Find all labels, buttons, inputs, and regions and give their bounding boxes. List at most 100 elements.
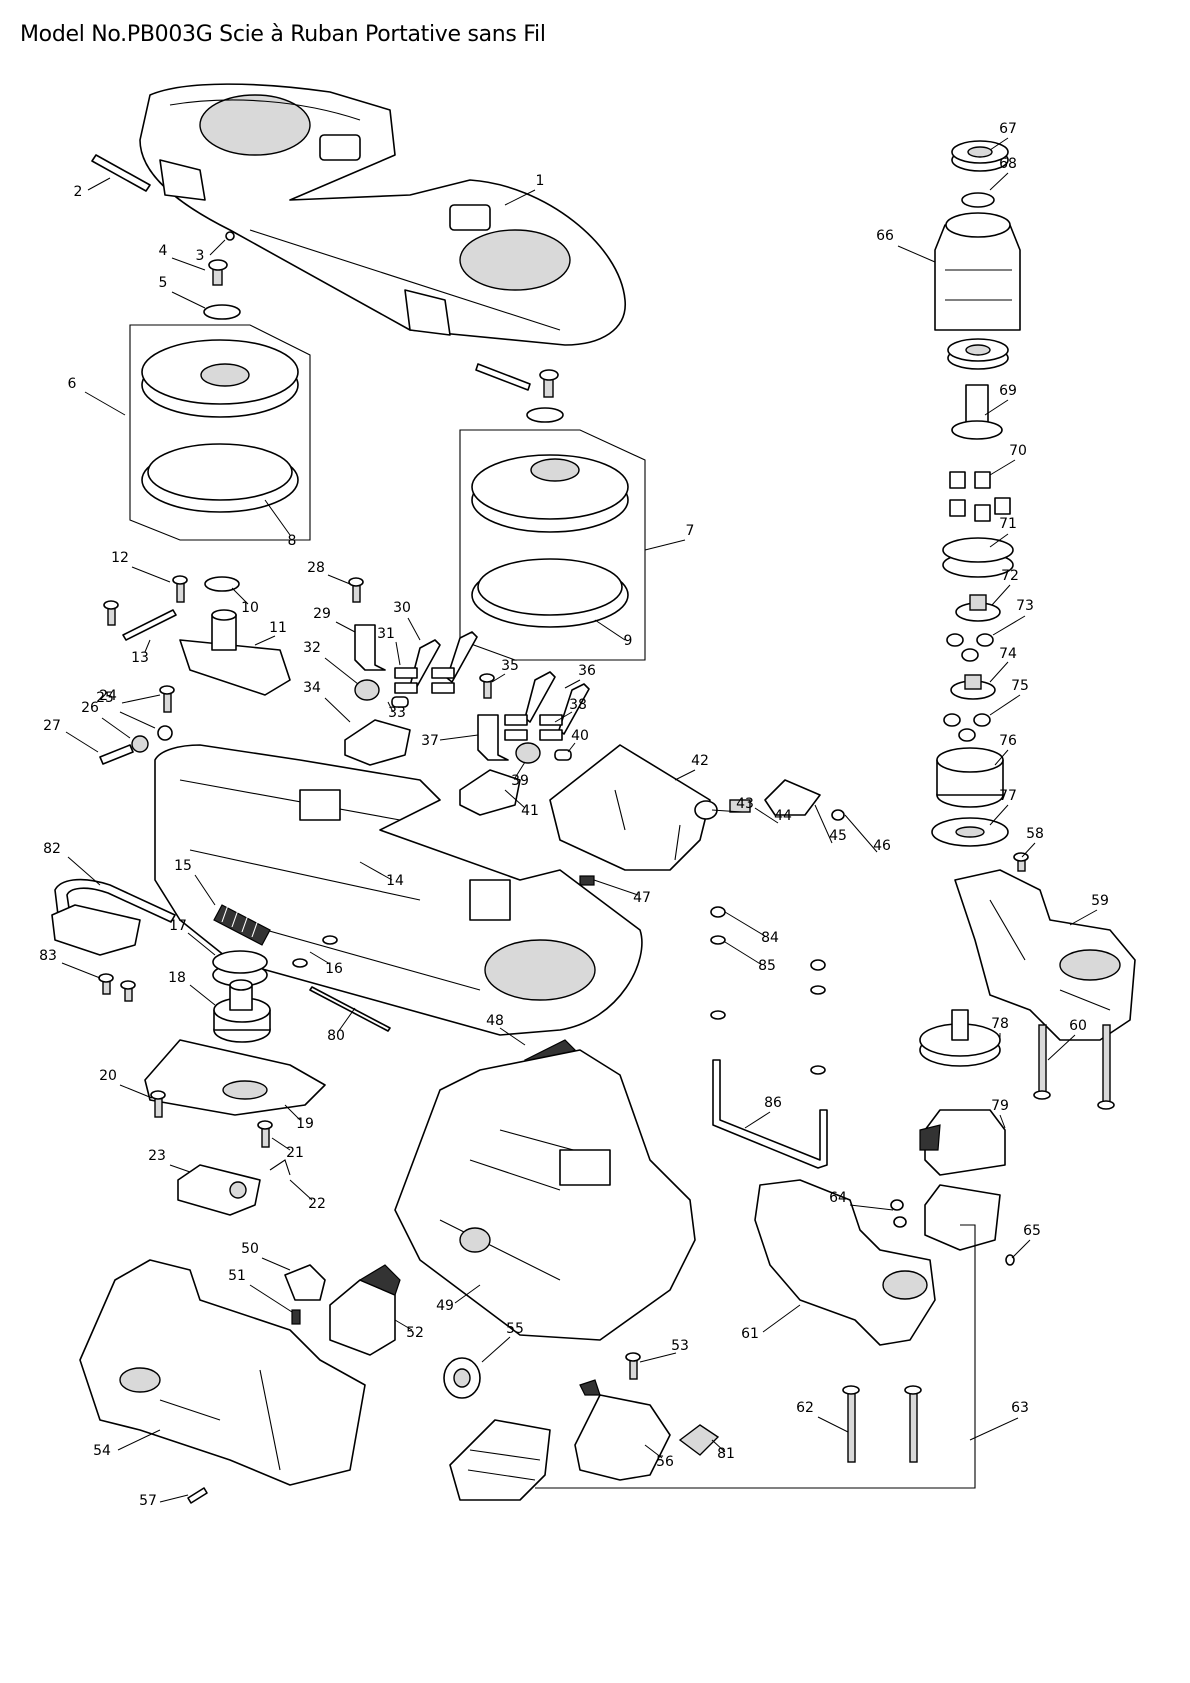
- callout-label-43: 43: [736, 796, 754, 812]
- callout-label-3: 3: [196, 248, 205, 264]
- callout-label-45: 45: [829, 828, 847, 844]
- washer-upper-right: [526, 407, 564, 423]
- leader-line-10: [231, 587, 249, 605]
- callout-label-42: 42: [691, 753, 709, 769]
- callout-label-33: 33: [388, 705, 406, 721]
- callout-label-34: 34: [303, 680, 321, 696]
- callout-label-72: 72: [1001, 568, 1019, 584]
- callout-label-2: 2: [74, 184, 83, 200]
- leader-line-9: [594, 619, 626, 641]
- leader-line-64: [849, 1204, 894, 1211]
- callout-label-7: 7: [686, 523, 695, 539]
- callout-label-73: 73: [1016, 598, 1034, 614]
- blocks-part-31: [394, 667, 455, 694]
- planet-gears-part-73: [946, 633, 994, 662]
- callout-label-13: 13: [131, 650, 149, 666]
- callout-label-11: 11: [269, 620, 287, 636]
- leader-line-46: [844, 814, 878, 853]
- callout-label-4: 4: [159, 243, 168, 259]
- leader-line-27: [65, 731, 99, 753]
- leader-line-34: [324, 697, 351, 723]
- switch-part-50: [284, 1264, 326, 1301]
- switch-unit-part-52: [329, 1264, 401, 1356]
- callout-label-15: 15: [174, 858, 192, 874]
- leader-line-36: [564, 679, 581, 689]
- callout-label-48: 48: [486, 1013, 504, 1029]
- callout-label-24: 24: [99, 688, 117, 704]
- washer-part-5: [203, 304, 241, 320]
- pin-part-13: [122, 609, 177, 641]
- sensor-board-part-64b: [924, 1184, 1001, 1251]
- leader-line-31: [395, 641, 401, 666]
- leader-line-66: [897, 245, 936, 263]
- clip-part-3: [225, 231, 235, 241]
- leader-line-16: [309, 951, 331, 965]
- leader-line-22: [289, 1179, 313, 1201]
- leader-line-70: [989, 459, 1016, 476]
- leader-line-25: [119, 711, 156, 729]
- callout-label-49: 49: [436, 1298, 454, 1314]
- callout-label-65: 65: [1023, 1223, 1041, 1239]
- leader-line-77: [989, 804, 1009, 826]
- leader-line-49: [454, 1284, 481, 1304]
- bracket-part-29: [354, 624, 386, 671]
- callout-label-30: 30: [393, 600, 411, 616]
- callout-label-59: 59: [1091, 893, 1109, 909]
- leader-line-29: [335, 621, 356, 633]
- battery-terminal-part-56: [574, 1379, 671, 1481]
- callout-label-81: 81: [717, 1446, 735, 1462]
- screw-part-28: [348, 577, 364, 603]
- callout-label-28: 28: [307, 560, 325, 576]
- leader-line-58: [1021, 842, 1036, 858]
- callout-label-8: 8: [288, 533, 297, 549]
- leader-line-1: [504, 189, 536, 206]
- ring-part-68: [961, 192, 995, 208]
- callout-label-23: 23: [148, 1148, 166, 1164]
- callout-label-20: 20: [99, 1068, 117, 1084]
- leader-line-44: [754, 807, 779, 824]
- stator-part-79: [919, 1109, 1006, 1176]
- callout-label-38: 38: [569, 697, 587, 713]
- callout-label-12: 12: [111, 550, 129, 566]
- lever-part-23: [177, 1164, 261, 1216]
- callout-label-17: 17: [169, 918, 187, 934]
- frame-part-14: [154, 744, 643, 1036]
- callout-label-27: 27: [43, 718, 61, 734]
- leader-line-48: [499, 1027, 526, 1046]
- leader-line-2: [87, 177, 111, 191]
- screw-part-58: [1013, 852, 1029, 872]
- wheel-group-part-6: [129, 324, 311, 541]
- spring-part-51: [291, 1309, 301, 1325]
- callout-label-53: 53: [671, 1338, 689, 1354]
- blocks-part-38: [504, 714, 563, 741]
- bearing-part-32: [354, 679, 380, 701]
- leader-line-67: [989, 137, 1009, 151]
- leader-line-41: [504, 789, 526, 809]
- leader-line-59: [1069, 909, 1098, 926]
- leader-line-12: [131, 566, 171, 583]
- blade-cover-part-1: [139, 83, 626, 346]
- leader-line-56: [644, 1444, 663, 1459]
- wheel-group-part-7: [459, 429, 646, 661]
- leader-line-57: [159, 1494, 189, 1503]
- callout-label-10: 10: [241, 600, 259, 616]
- screws-part-60: [1033, 1024, 1115, 1110]
- callout-label-14: 14: [386, 873, 404, 889]
- leader-line-7: [644, 539, 686, 551]
- leader-line-69: [984, 399, 1009, 416]
- leader-line-60: [1047, 1034, 1076, 1061]
- base-plate-part-19: [144, 1039, 326, 1116]
- leader-line-52: [394, 1319, 413, 1331]
- callout-label-46: 46: [873, 838, 891, 854]
- leader-line-85: [724, 941, 763, 966]
- leader-line-19: [284, 1104, 301, 1121]
- callout-label-77: 77: [999, 788, 1017, 804]
- pin-part-40: [554, 749, 572, 761]
- ring-gear-part-76: [936, 747, 1004, 808]
- leader-line-84: [724, 911, 766, 937]
- planet-gears-part-75: [943, 713, 991, 742]
- leader-line-33: [387, 701, 394, 713]
- callout-label-55: 55: [506, 1321, 524, 1337]
- callout-label-80: 80: [327, 1028, 345, 1044]
